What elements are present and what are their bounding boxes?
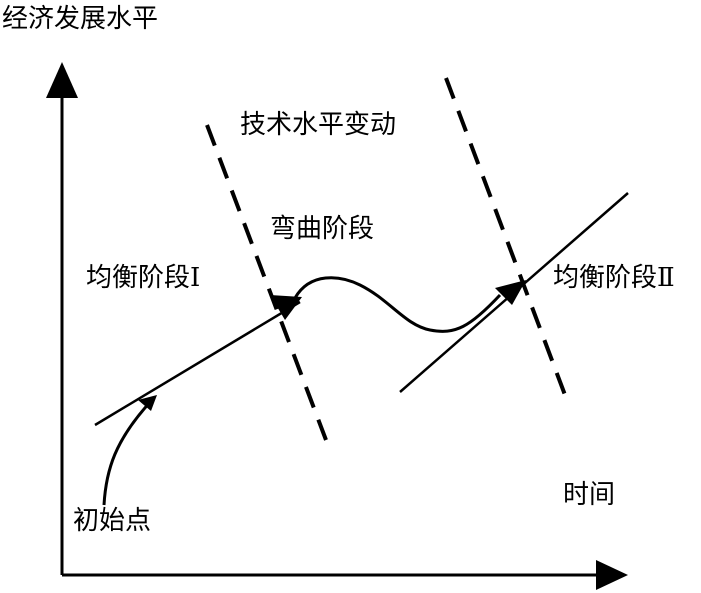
equilibrium-line-1: [94, 300, 301, 427]
equilibrium-2-arrowhead: [495, 280, 526, 305]
equilibrium-2-label: 均衡阶段Ⅱ: [553, 263, 675, 293]
start-point-label: 初始点: [73, 506, 152, 536]
curve-phase-label: 弯曲阶段: [270, 214, 375, 244]
equilibrium-1-label: 均衡阶段Ⅰ: [86, 263, 201, 293]
y-axis-arrowhead: [46, 62, 78, 98]
tech-change-boundary-1: [205, 124, 328, 441]
equilibrium-1-arrowhead: [270, 295, 302, 320]
tech-change-boundary-2: [444, 77, 567, 396]
bending-curve: [293, 276, 502, 333]
tech-change-label: 技术水平变动: [240, 110, 397, 140]
x-axis-arrowhead: [596, 560, 628, 590]
x-axis-label: 时间: [563, 480, 616, 510]
y-axis-label: 经济发展水平: [2, 4, 159, 34]
initial-curve: [102, 398, 154, 506]
initial-curve-arrowhead: [138, 395, 157, 411]
